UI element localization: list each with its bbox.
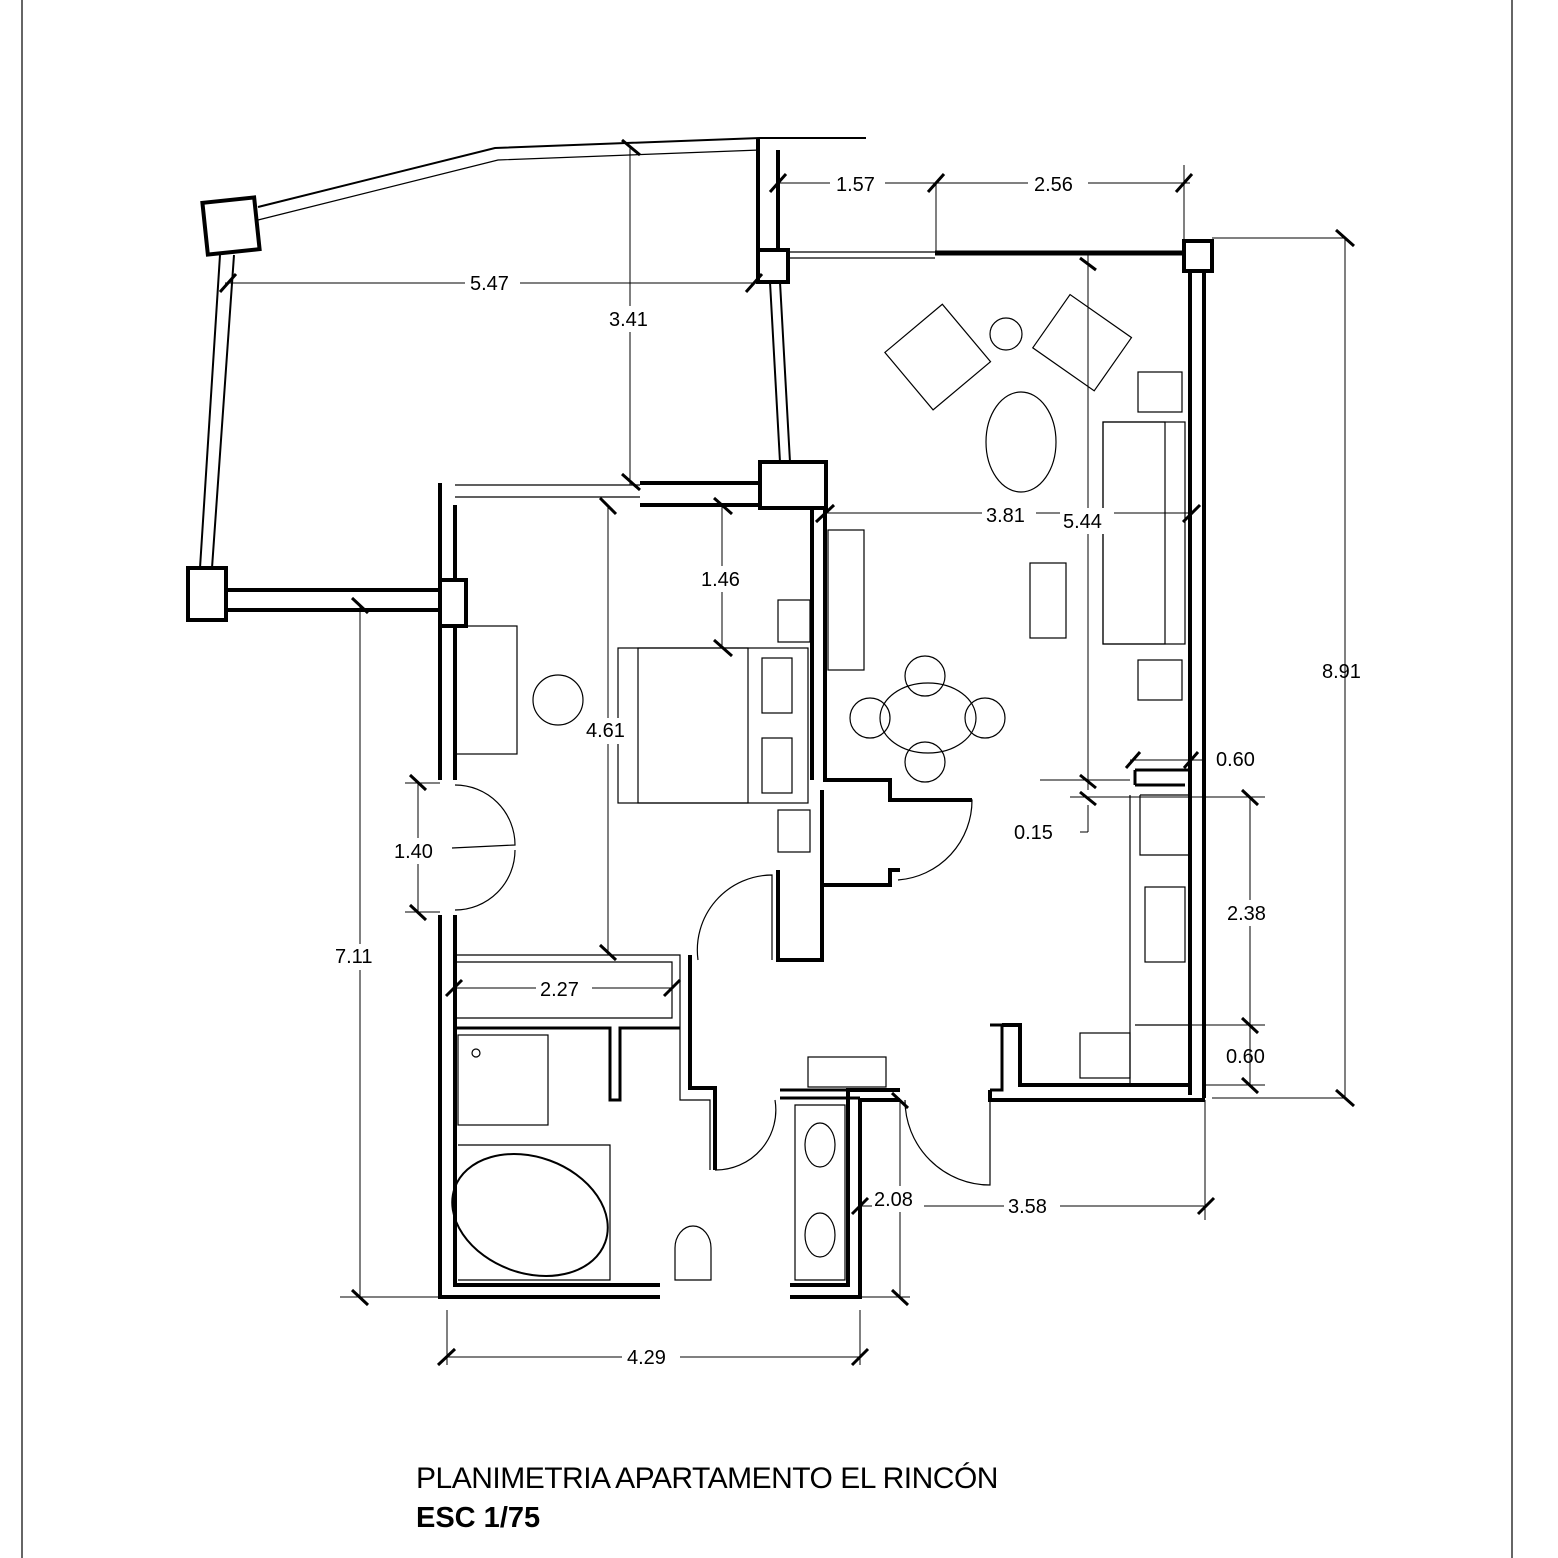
dim-2-08: 2.08 xyxy=(874,1189,913,1211)
dim-0-60-bottom: 0.60 xyxy=(1226,1046,1265,1068)
dim-2-38: 2.38 xyxy=(1227,903,1266,925)
dimension-lines xyxy=(218,138,1355,1367)
walls xyxy=(438,239,1214,1299)
bed xyxy=(617,647,809,804)
vanity xyxy=(794,1104,846,1281)
dim-4-61: 4.61 xyxy=(586,720,625,742)
dining-table xyxy=(879,682,977,754)
desk xyxy=(454,625,518,755)
dim-7-11: 7.11 xyxy=(335,946,372,968)
plan-scale: ESC 1/75 xyxy=(416,1502,541,1534)
dim-1-40: 1.40 xyxy=(394,841,433,863)
dim-3-41: 3.41 xyxy=(609,309,648,331)
toilet xyxy=(674,1225,712,1281)
dim-4-29: 4.29 xyxy=(627,1347,666,1369)
dim-1-57: 1.57 xyxy=(836,174,875,196)
dim-2-56: 2.56 xyxy=(1034,174,1073,196)
furniture xyxy=(451,293,1186,1281)
dim-0-15: 0.15 xyxy=(1014,822,1053,844)
dim-3-58: 3.58 xyxy=(1008,1196,1047,1218)
dim-5-47: 5.47 xyxy=(470,273,509,295)
stove xyxy=(1144,886,1186,963)
side-table xyxy=(989,317,1023,351)
sofa xyxy=(1102,421,1186,645)
armchair-1 xyxy=(884,303,992,411)
terrace xyxy=(186,137,866,622)
dim-5-44: 5.44 xyxy=(1063,511,1102,533)
coffee-table xyxy=(985,391,1057,493)
tv-unit xyxy=(827,529,865,671)
dim-0-60-top: 0.60 xyxy=(1216,749,1255,771)
doors xyxy=(451,784,991,1186)
dimension-labels: 1.57 2.56 5.47 3.41 8.91 3.81 5.44 1.46 … xyxy=(332,170,1361,1370)
shower xyxy=(457,1034,549,1126)
armchair-2 xyxy=(1031,293,1133,392)
dim-8-91: 8.91 xyxy=(1322,661,1361,683)
bathtub xyxy=(451,1153,609,1277)
dim-2-27: 2.27 xyxy=(540,979,579,1001)
desk-chair xyxy=(532,674,584,726)
dim-3-81: 3.81 xyxy=(986,505,1025,527)
dim-1-46: 1.46 xyxy=(701,569,740,591)
sink xyxy=(1079,1032,1131,1079)
plan-title: PLANIMETRIA APARTAMENTO EL RINCÓN xyxy=(416,1462,998,1495)
